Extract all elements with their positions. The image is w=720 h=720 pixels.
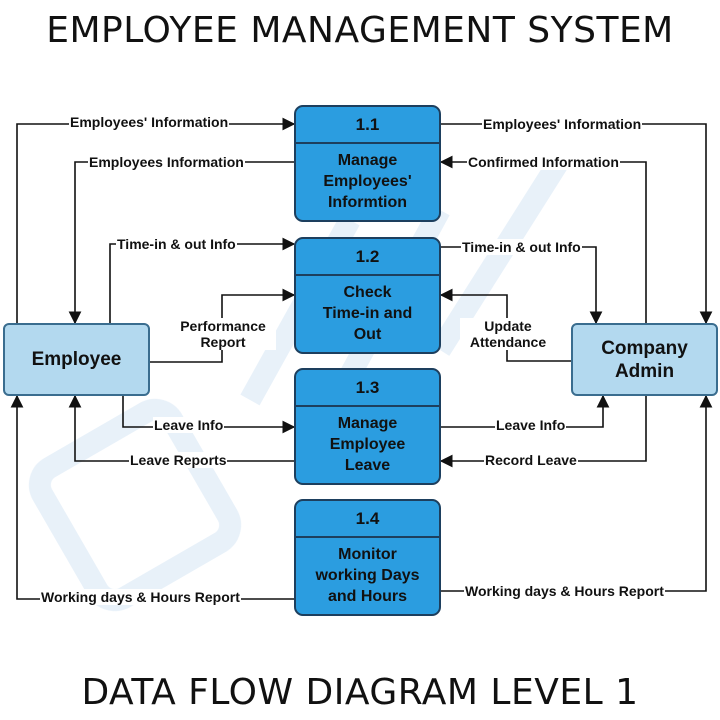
process-id: 1.4: [296, 501, 439, 538]
process-name-line: Manage: [337, 152, 398, 169]
process-name: Monitor working Days and Hours: [296, 538, 439, 607]
flow-label: Working days & Hours Report: [40, 589, 241, 605]
process-1-4: 1.4 Monitor working Days and Hours: [294, 499, 441, 616]
flow-p14-to-admin: [441, 394, 713, 592]
flow-label-line: Update: [484, 318, 532, 334]
flow-label: Leave Reports: [129, 452, 228, 468]
flow-label-performance-report: Performance Report: [170, 318, 276, 350]
entity-employee-label: Employee: [31, 348, 122, 370]
diagram-title: EMPLOYEE MANAGEMENT SYSTEM: [46, 10, 674, 51]
flow-emp-to-p13: [122, 396, 296, 434]
flow-label: Employees Information: [88, 154, 245, 170]
process-name: Check Time-in and Out: [296, 276, 439, 345]
process-name: Manage Employee Leave: [296, 407, 439, 476]
process-name-line: Employees': [323, 173, 412, 190]
flow-label: Confirmed Information: [467, 154, 620, 170]
flow-label-line: Performance: [180, 318, 266, 334]
process-name-line: Employee: [329, 436, 406, 453]
entity-employee: Employee: [3, 323, 150, 396]
flow-emp-to-p12: [109, 237, 296, 323]
flow-label-line: Attendance: [469, 334, 547, 350]
process-name: Manage Employees' Informtion: [296, 144, 439, 213]
process-name-line: Time-in and: [322, 305, 413, 322]
process-name-line: Monitor: [338, 546, 397, 563]
flow-label: Record Leave: [484, 452, 578, 468]
process-name-line: and Hours: [327, 588, 408, 605]
process-id: 1.1: [296, 107, 439, 144]
flow-label: Employees' Information: [482, 116, 643, 132]
flow-label: Leave Info: [495, 417, 567, 433]
process-1-2: 1.2 Check Time-in and Out: [294, 237, 441, 354]
entity-admin-label-line2: Admin: [614, 360, 675, 382]
flow-label-update-attendance: Update Attendance: [460, 318, 556, 350]
flow-label: Employees' Information: [69, 114, 230, 130]
process-id: 1.3: [296, 370, 439, 407]
process-name-line: Leave: [344, 457, 391, 474]
process-name-line: working Days: [315, 567, 420, 584]
entity-company-admin: Company Admin: [571, 323, 718, 396]
process-id: 1.2: [296, 239, 439, 276]
process-name-line: Check: [343, 284, 392, 301]
process-name-line: Informtion: [327, 194, 408, 211]
entity-admin-label-line1: Company: [601, 337, 688, 359]
diagram-subtitle: DATA FLOW DIAGRAM LEVEL 1: [81, 672, 639, 713]
process-name-line: Out: [353, 326, 382, 343]
flow-label-line: Report: [200, 334, 246, 350]
process-1-3: 1.3 Manage Employee Leave: [294, 368, 441, 485]
flow-p12-to-admin: [441, 246, 603, 325]
flow-label: Time-in & out Info: [461, 239, 582, 255]
flow-label: Leave Info: [153, 417, 225, 433]
process-1-1: 1.1 Manage Employees' Informtion: [294, 105, 441, 222]
process-name-line: Manage: [337, 415, 398, 432]
flow-label: Time-in & out Info: [116, 236, 237, 252]
flow-label: Working days & Hours Report: [464, 583, 665, 599]
